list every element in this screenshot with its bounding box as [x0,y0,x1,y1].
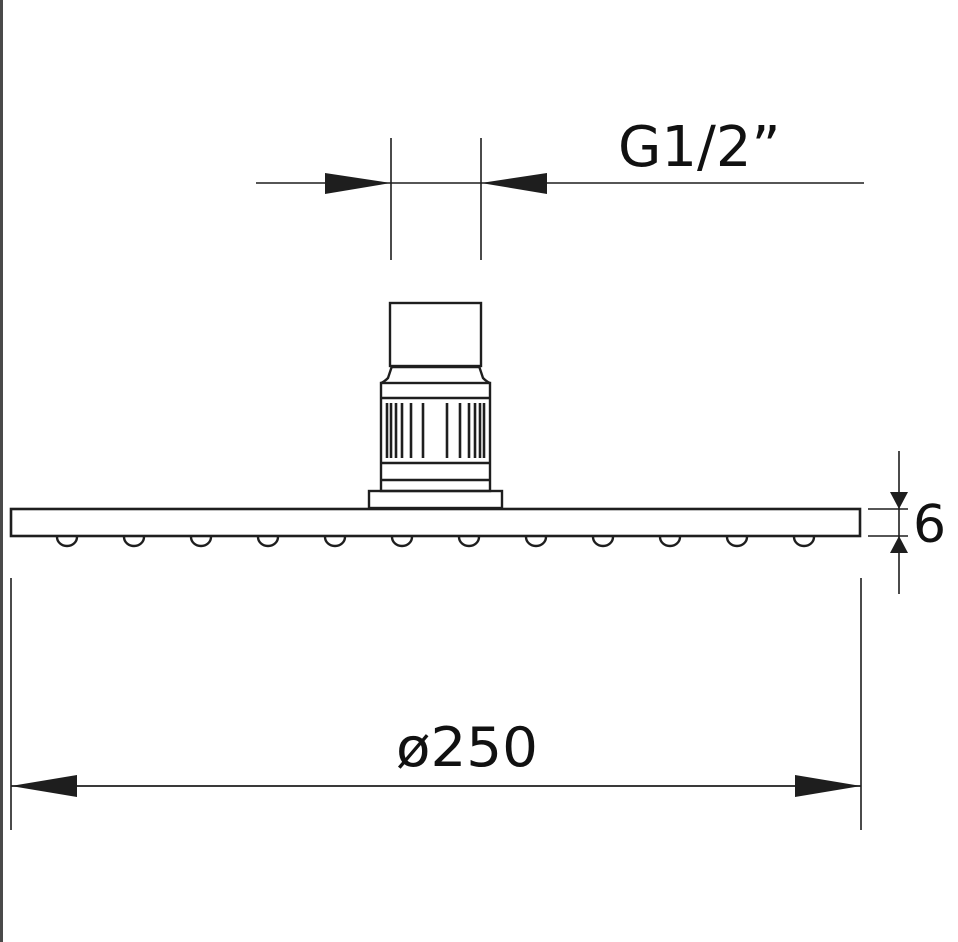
nozzles [55,536,816,548]
connector-fitting [367,301,504,510]
shower-plate [9,507,862,538]
thickness-label: 6 [913,495,946,555]
thread-size-label: G1/2” [618,115,781,180]
thread-dimension [256,138,864,260]
left-border [0,0,3,942]
thickness-dimension [868,451,908,594]
diameter-dimension [10,578,862,830]
diameter-label: ø250 [396,716,538,779]
